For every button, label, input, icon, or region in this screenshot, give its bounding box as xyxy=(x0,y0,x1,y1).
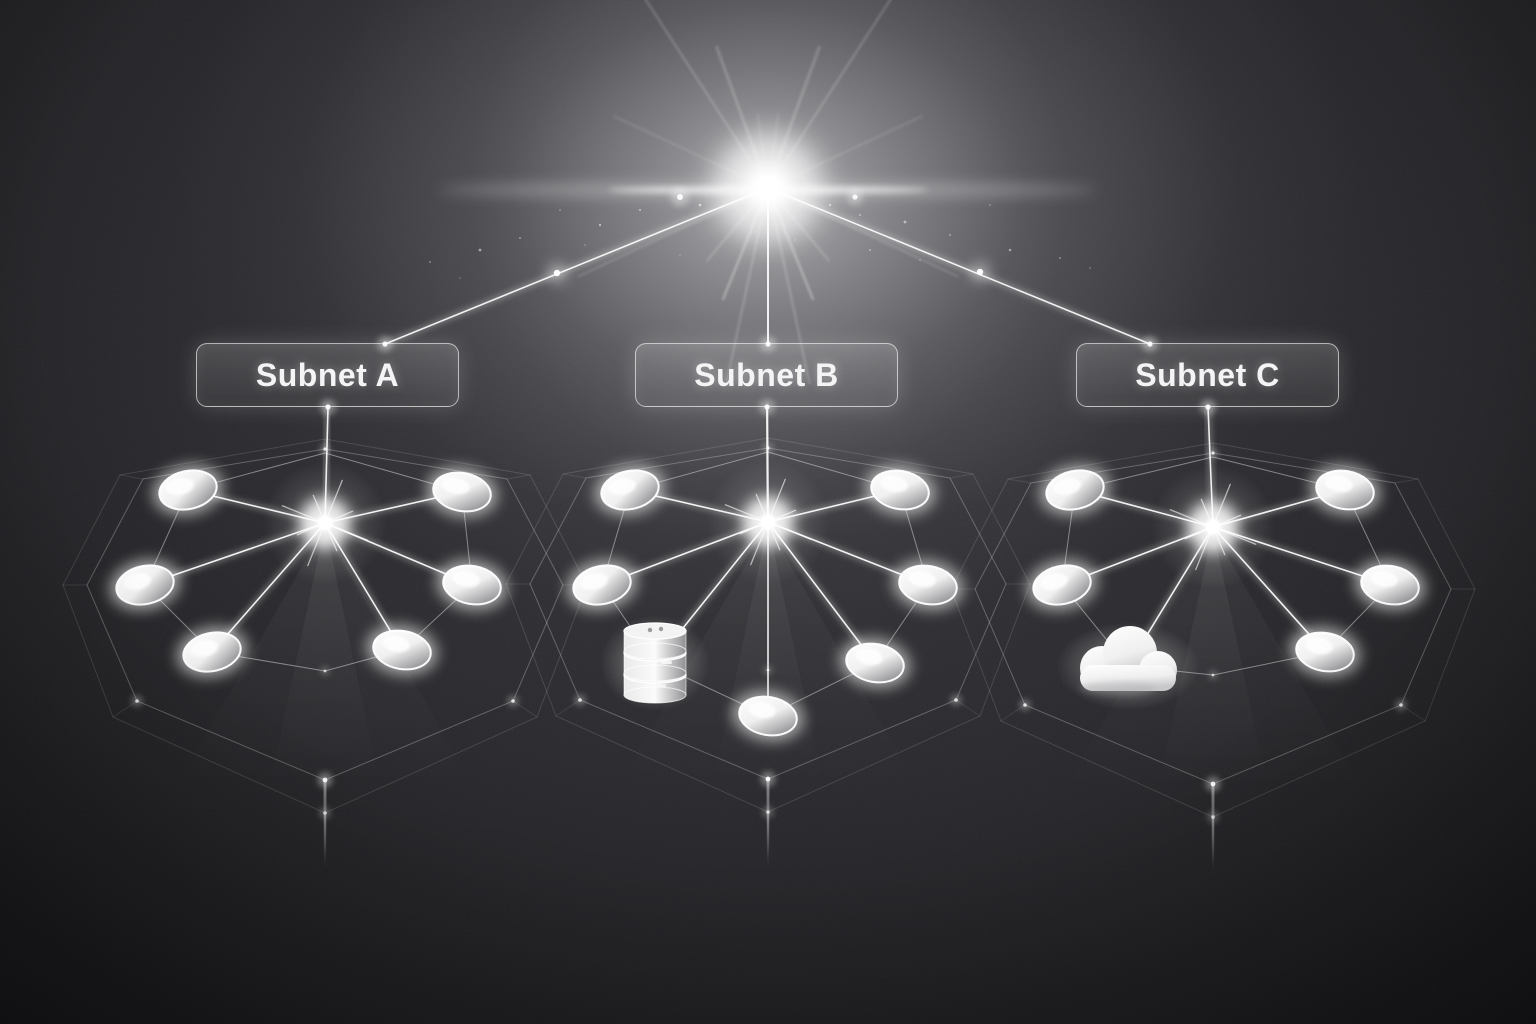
subnet-b-label-text: Subnet B xyxy=(694,356,839,393)
subnet-b-label: Subnet B xyxy=(635,343,898,407)
subnet-c-label-text: Subnet C xyxy=(1135,356,1280,393)
subnet-a-label: Subnet A xyxy=(196,343,459,407)
subnet-a-label-text: Subnet A xyxy=(255,356,400,393)
subnet-c-label: Subnet C xyxy=(1076,343,1339,407)
